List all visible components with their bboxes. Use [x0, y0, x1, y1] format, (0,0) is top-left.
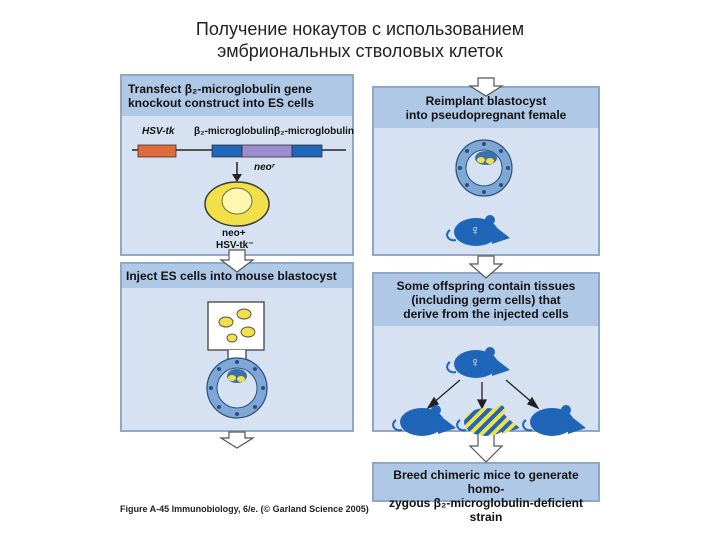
panel-inject-header-text: Inject ES cells into mouse blastocyst — [126, 269, 337, 283]
panel-offspring-header-line3: derive from the injected cells — [403, 307, 569, 321]
es-cell-nucleus — [221, 187, 253, 215]
slide-title-line2: эмбриональных стволовых клеток — [217, 41, 503, 61]
hsv-tk-gene — [137, 144, 177, 158]
figure-caption: Figure A-45 Immunobiology, 6/e. (© Garla… — [120, 504, 369, 514]
panel-offspring: Some offspring contain tissues (includin… — [372, 272, 600, 432]
panel-offspring-header-line1: Some offspring contain tissues — [396, 279, 576, 293]
hsv-tk-label: HSV-tk — [142, 126, 175, 137]
arrow-p2-out — [218, 431, 256, 449]
cell-label-hsv: HSV-tk⁻ — [216, 240, 254, 251]
panel-reimplant-header-line2: into pseudopregnant female — [405, 108, 567, 122]
panel-reimplant-header-line1: Reimplant blastocyst — [425, 94, 547, 108]
arrow-p1-p2 — [219, 249, 255, 273]
female-symbol-2: ♀ — [470, 354, 481, 370]
b2m-left-gene — [211, 144, 243, 158]
construct-arrowhead — [232, 174, 242, 182]
panel-offspring-header: Some offspring contain tissues (includin… — [374, 274, 598, 326]
es-cells-box — [207, 301, 265, 351]
offspring-arrows — [426, 379, 540, 410]
offspring-mouse-right — [522, 404, 587, 437]
panel-transfect-header-line1: Transfect β₂-microglobulin gene — [128, 82, 313, 96]
panel-breed-header-line1: Breed chimeric mice to generate homo- — [393, 468, 579, 496]
b2m-right-label: β₂-microglobulin — [274, 126, 354, 137]
panel-breed: Breed chimeric mice to generate homo- zy… — [372, 462, 600, 524]
panel-transfect-header: Transfect β₂-microglobulin gene knockout… — [122, 76, 352, 116]
panel-offspring-header-line2: (including germ cells) that — [411, 293, 561, 307]
panel-breed-header: Breed chimeric mice to generate homo- zy… — [374, 464, 598, 524]
slide-title-line1: Получение нокаутов с использованием — [195, 19, 525, 39]
panel-transfect-header-line2: knockout construct into ES cells — [128, 96, 315, 110]
blastocyst-right — [455, 139, 513, 197]
panel-breed-header-line2: zygous β₂-microglobulin-deficient strain — [389, 496, 583, 524]
neo-gene — [241, 144, 293, 158]
offspring-mouse-chimera — [456, 404, 521, 437]
injected-es-cells — [218, 308, 256, 343]
neo-label: neoʳ — [254, 162, 275, 173]
arrow-p3-p4 — [468, 255, 504, 279]
cell-label-neo: neo+ — [222, 228, 246, 239]
blastocyst-left — [206, 357, 268, 419]
offspring-mouse-left — [392, 404, 457, 437]
female-symbol-1: ♀ — [470, 222, 481, 238]
arrow-into-p3 — [467, 77, 505, 97]
b2m-right-gene — [291, 144, 323, 158]
arrow-p4-p5 — [468, 433, 504, 463]
b2m-left-label: β₂-microglobulin — [194, 126, 274, 137]
